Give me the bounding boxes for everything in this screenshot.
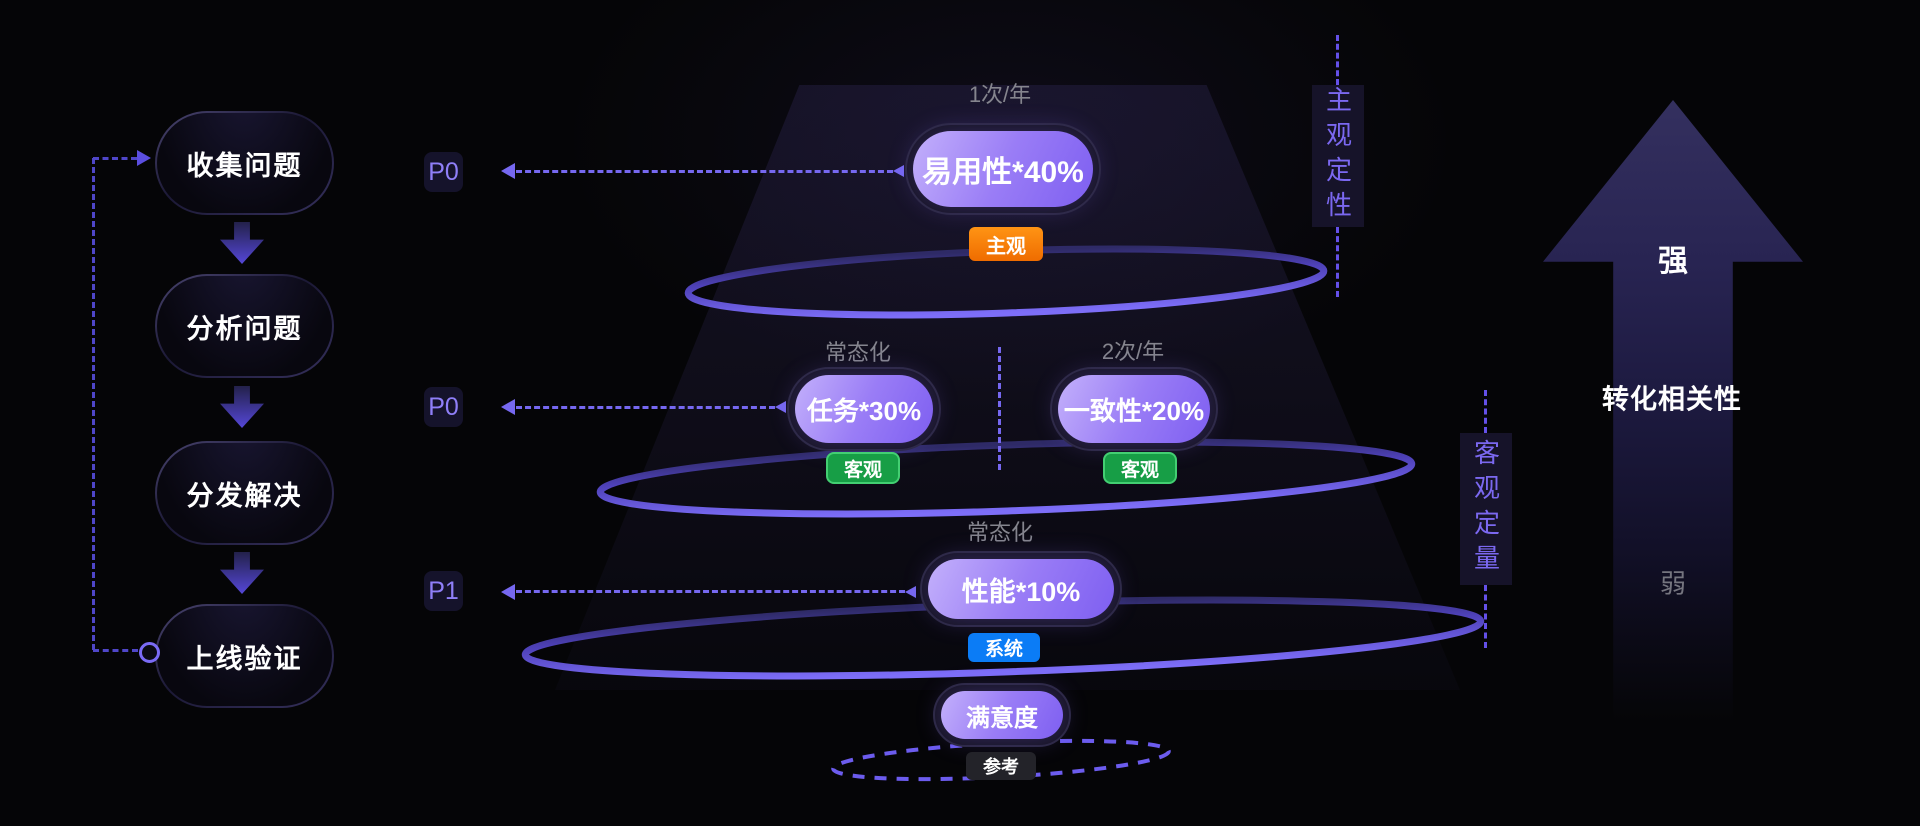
flow-step-label: 收集问题 bbox=[157, 113, 332, 213]
connector-tail-icon bbox=[775, 401, 786, 413]
connector-tail-icon bbox=[905, 586, 916, 598]
subjective-qualitative-text: 主观定性 bbox=[1322, 86, 1353, 226]
objective-quantitative-text: 客观定量 bbox=[1470, 439, 1501, 579]
loop-arrowhead-icon bbox=[137, 150, 151, 166]
flow-step-verify: 上线验证 bbox=[155, 604, 334, 708]
reference-badge: 参考 bbox=[966, 752, 1036, 780]
satisfaction-pill-label: 满意度 bbox=[941, 691, 1063, 739]
priority-label-row3: P1 bbox=[424, 571, 463, 611]
consistency-pill-label: 一致性*20% bbox=[1058, 375, 1210, 443]
flow-step-collect: 收集问题 bbox=[155, 111, 334, 215]
objective-quantitative-label: 客观定量 bbox=[1460, 433, 1512, 585]
task-pill: 任务*30% bbox=[787, 367, 941, 451]
subjective-badge: 主观 bbox=[969, 227, 1043, 261]
connector-arrowhead-icon bbox=[501, 584, 515, 600]
flow-step-label: 上线验证 bbox=[157, 606, 332, 706]
subjective-qualitative-label: 主观定性 bbox=[1312, 85, 1364, 227]
connector-row3 bbox=[516, 590, 905, 593]
loop-connector-circle-icon bbox=[139, 642, 160, 663]
priority-label-row2: P0 bbox=[424, 387, 463, 427]
connector-arrowhead-icon bbox=[501, 399, 515, 415]
consistency-pill: 一致性*20% bbox=[1050, 367, 1218, 451]
objective-badge-consistency: 客观 bbox=[1103, 452, 1177, 484]
priority-label-row1: P0 bbox=[424, 152, 463, 192]
usability-pill: 易用性*40% bbox=[905, 123, 1101, 215]
weak-label: 弱 bbox=[1659, 568, 1687, 599]
funnel-ring-2 bbox=[596, 438, 1416, 518]
objective-dash-bottom bbox=[1484, 585, 1487, 648]
frequency-label-tier2a: 常态化 bbox=[824, 340, 892, 365]
flow-step-label: 分析问题 bbox=[157, 276, 332, 376]
task-pill-label: 任务*30% bbox=[795, 375, 933, 443]
performance-pill-label: 性能*10% bbox=[928, 559, 1114, 619]
correlation-label: 转化相关性 bbox=[1602, 384, 1742, 415]
performance-pill: 性能*10% bbox=[920, 551, 1122, 627]
usability-pill-label: 易用性*40% bbox=[913, 131, 1093, 207]
system-badge: 系统 bbox=[968, 633, 1040, 662]
loop-bottom-line bbox=[93, 649, 138, 652]
connector-row2 bbox=[516, 406, 775, 409]
connector-tail-icon bbox=[893, 165, 904, 177]
flow-step-distribute: 分发解决 bbox=[155, 441, 334, 545]
connector-row1 bbox=[516, 170, 893, 173]
strong-label: 强 bbox=[1658, 245, 1688, 278]
frequency-label-tier2b: 2次/年 bbox=[1101, 339, 1165, 364]
subjective-dash-bottom bbox=[1336, 227, 1339, 297]
loop-top-line bbox=[93, 157, 137, 160]
flow-step-label: 分发解决 bbox=[157, 443, 332, 543]
objective-dash-top bbox=[1484, 390, 1487, 433]
frequency-label-tier1: 1次/年 bbox=[968, 82, 1032, 107]
flow-step-analyze: 分析问题 bbox=[155, 274, 334, 378]
frequency-label-tier3: 常态化 bbox=[966, 520, 1034, 545]
subjective-dash-top bbox=[1336, 35, 1339, 85]
satisfaction-pill: 满意度 bbox=[933, 683, 1071, 747]
connector-arrowhead-icon bbox=[501, 163, 515, 179]
objective-badge-task: 客观 bbox=[826, 452, 900, 484]
tier2-separator bbox=[998, 347, 1001, 470]
loop-vertical-line bbox=[92, 158, 95, 650]
